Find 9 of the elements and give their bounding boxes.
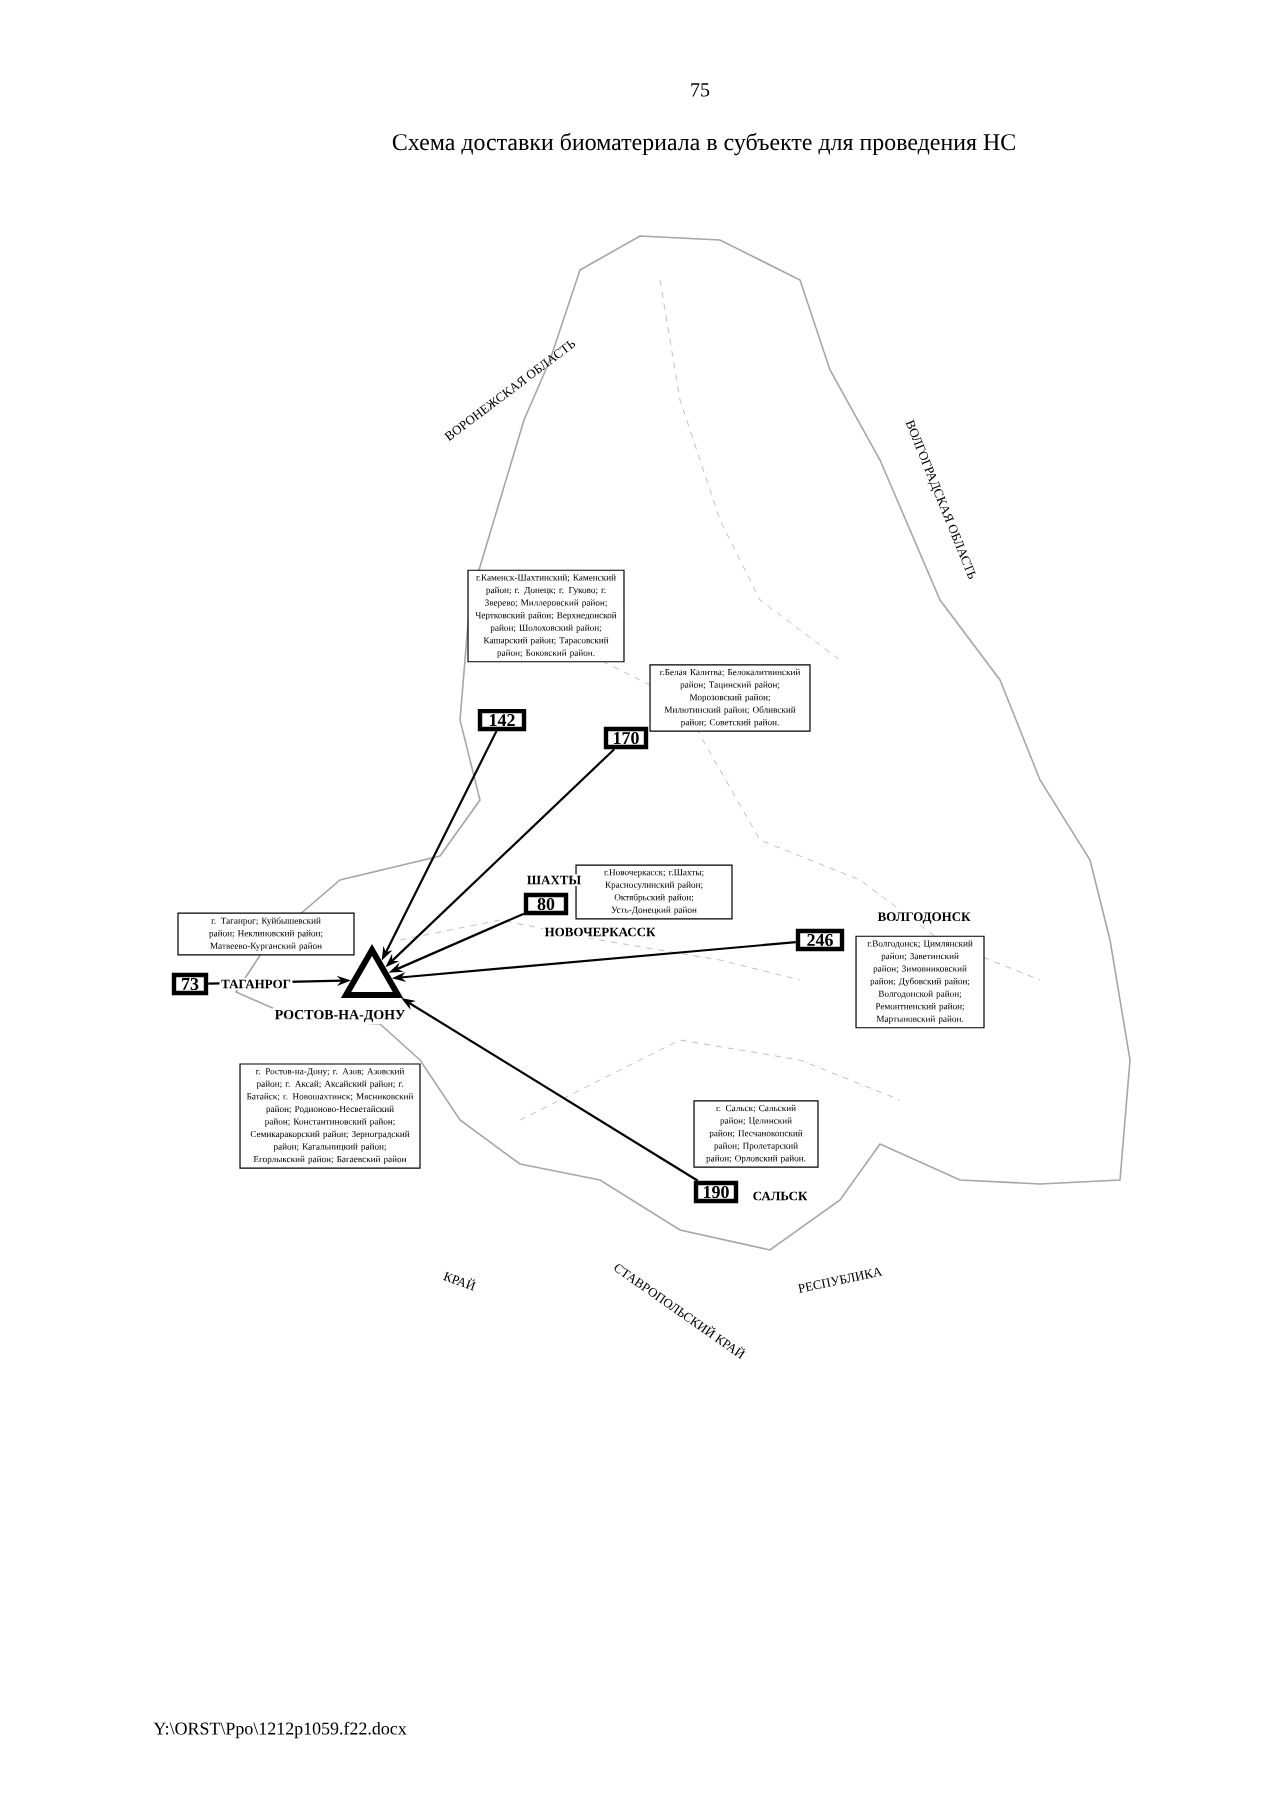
title: Схема доставки биоматериала в субъекте для проведения НС: [392, 132, 1015, 156]
number-box: 190: [693, 1180, 739, 1204]
number-box: 73: [171, 972, 209, 996]
number-box: 170: [603, 726, 649, 750]
file-path: Y:\ORST\Ppo\1212p1059.f22.docx: [153, 1721, 407, 1739]
number-box: 246: [795, 928, 845, 952]
number-box: 80: [523, 892, 569, 916]
number-box: 142: [477, 708, 527, 732]
page-number: 75: [691, 83, 710, 97]
